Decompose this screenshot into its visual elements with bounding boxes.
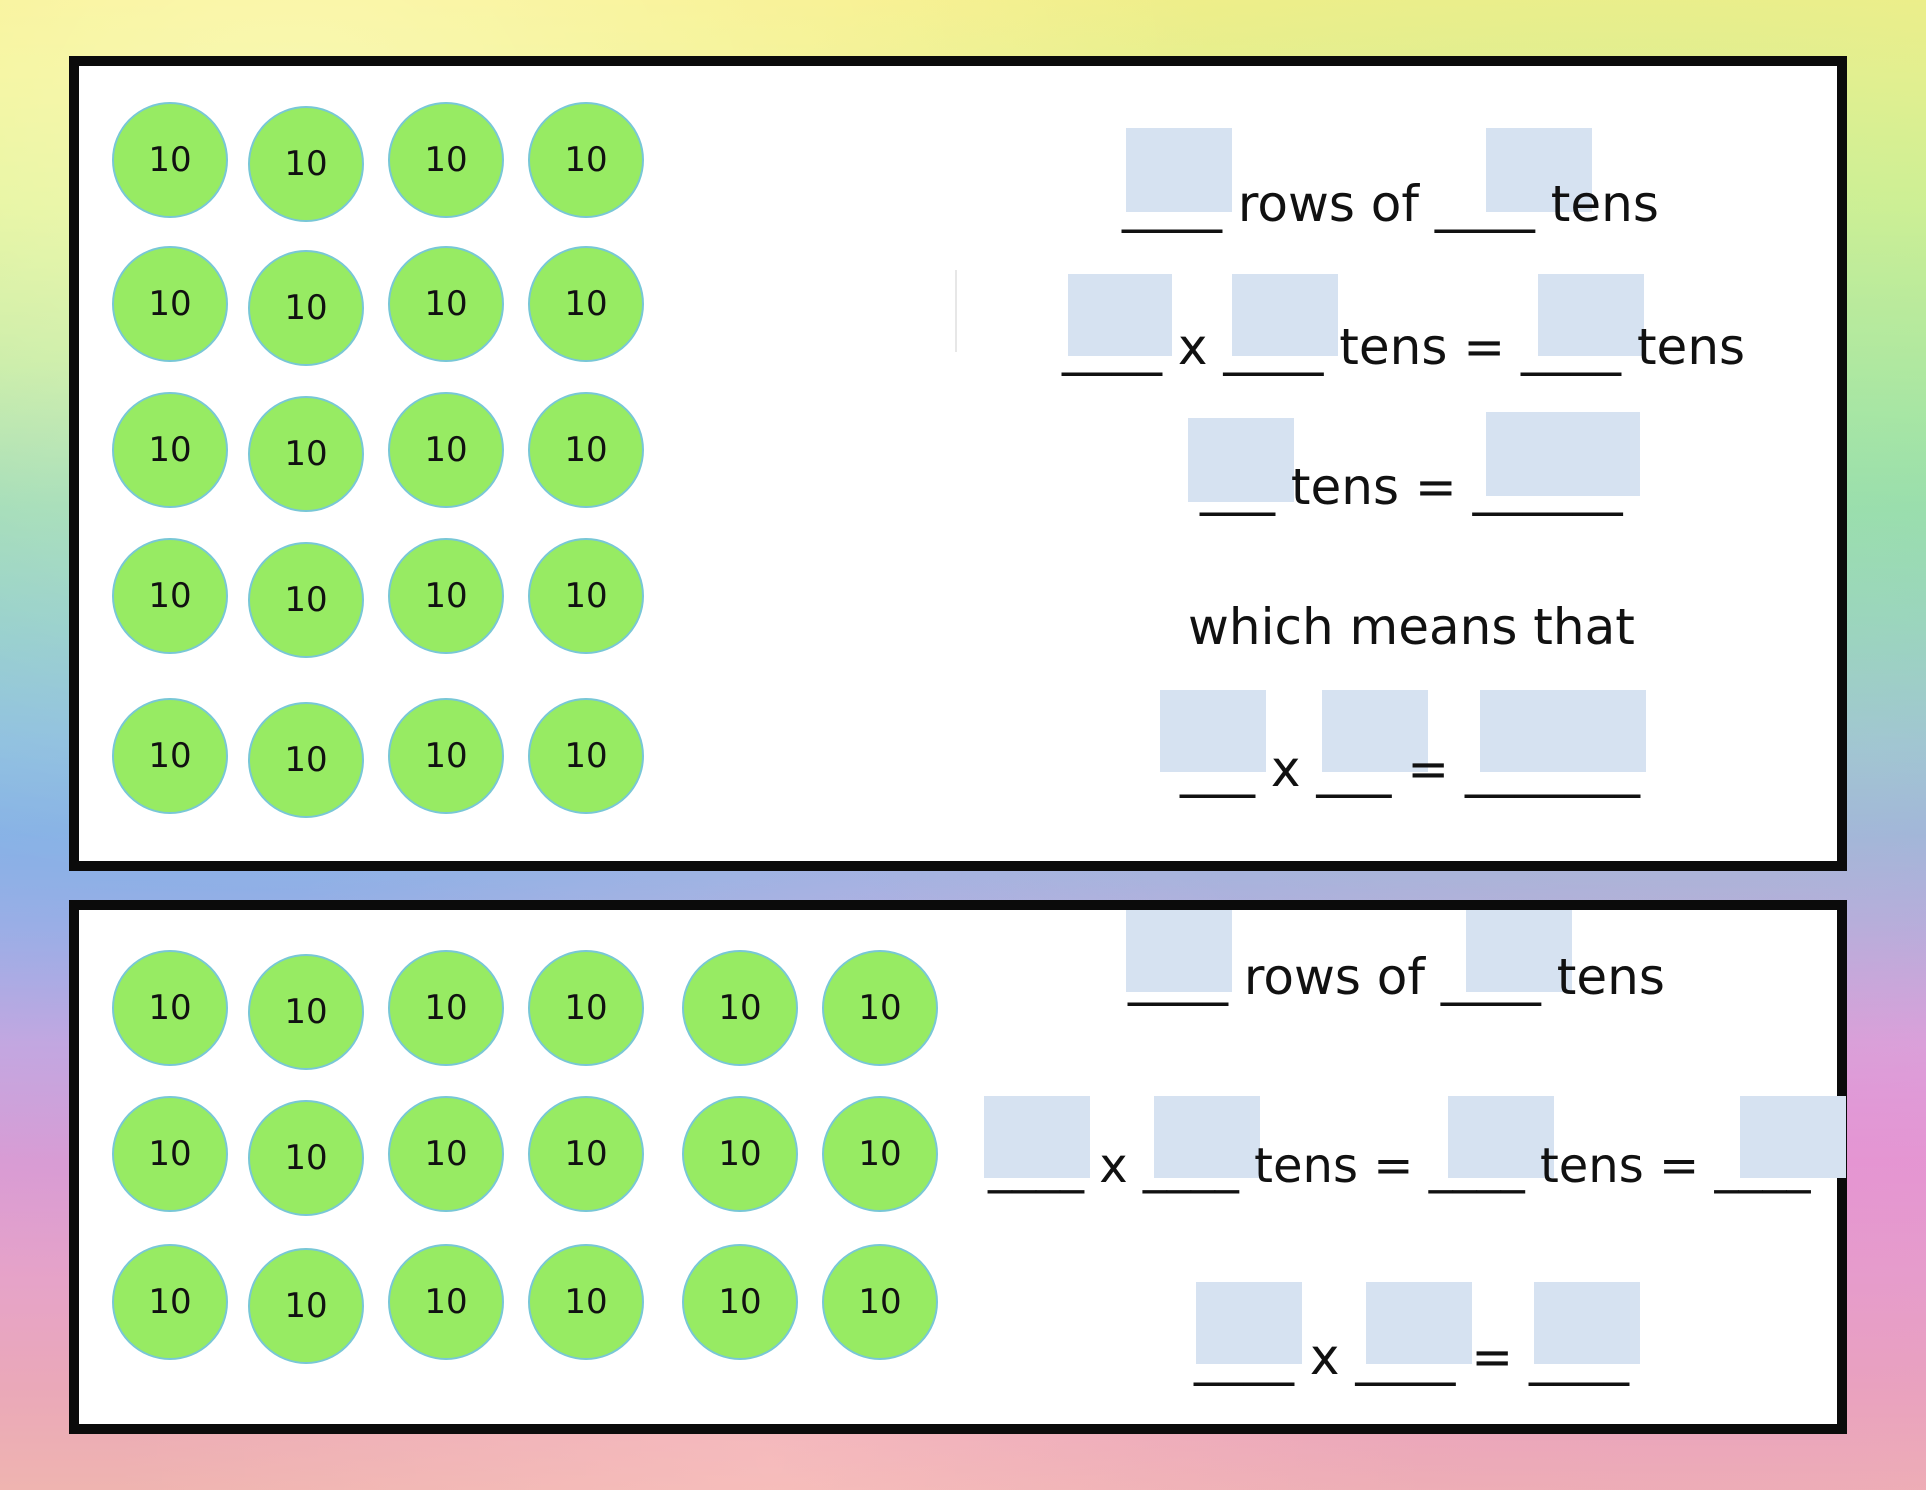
answer-box[interactable]: [1466, 910, 1572, 992]
ten-counter: 10: [388, 1096, 504, 1212]
ten-counter: 10: [112, 246, 228, 362]
ten-counter: 10: [112, 950, 228, 1066]
ten-counter: 10: [682, 950, 798, 1066]
ten-counter: 10: [528, 246, 644, 362]
ten-counter: 10: [112, 102, 228, 218]
answer-box[interactable]: [1480, 690, 1646, 772]
ten-counter: 10: [388, 538, 504, 654]
answer-box[interactable]: [1486, 128, 1592, 212]
answer-box[interactable]: [984, 1096, 1090, 1178]
multiplication-tens-line: ____ x ____ tens = ____ tens = ____: [988, 1138, 1811, 1194]
answer-box[interactable]: [1486, 412, 1640, 496]
final-equation-line: ___ x ___ = _______: [1180, 740, 1641, 798]
ten-counter: 10: [248, 1248, 364, 1364]
ten-counter: 10: [388, 1244, 504, 1360]
ten-counter: 10: [388, 392, 504, 508]
answer-box[interactable]: [1232, 274, 1338, 356]
ten-counter: 10: [822, 1244, 938, 1360]
answer-box[interactable]: [1322, 690, 1428, 772]
answer-box[interactable]: [1154, 1096, 1260, 1178]
rows-of-tens-line: ____ rows of ____ tens: [1128, 948, 1665, 1006]
divider-line: [955, 270, 957, 352]
ten-counter: 10: [528, 392, 644, 508]
ten-counter: 10: [528, 1096, 644, 1212]
ten-counter: 10: [528, 1244, 644, 1360]
ten-counter: 10: [388, 102, 504, 218]
ten-counter: 10: [248, 954, 364, 1070]
multiplication-tens-line: ____ x ____ tens = ____ tens: [1062, 318, 1746, 376]
answer-box[interactable]: [1534, 1282, 1640, 1364]
ten-counter: 10: [388, 950, 504, 1066]
ten-counter: 10: [248, 542, 364, 658]
ten-counter: 10: [822, 1096, 938, 1212]
tens-equals-line: ___ tens = ______: [1200, 458, 1623, 516]
ten-counter: 10: [112, 698, 228, 814]
ten-counter: 10: [112, 538, 228, 654]
rows-of-tens-line: ____ rows of ____ tens: [1122, 175, 1659, 233]
ten-counter: 10: [112, 1096, 228, 1212]
ten-counter: 10: [822, 950, 938, 1066]
ten-counter: 10: [528, 950, 644, 1066]
ten-counter: 10: [388, 698, 504, 814]
ten-counter: 10: [528, 102, 644, 218]
answer-box[interactable]: [1068, 274, 1172, 356]
answer-box[interactable]: [1188, 418, 1294, 502]
ten-counter: 10: [682, 1244, 798, 1360]
ten-counter: 10: [248, 702, 364, 818]
final-equation-line: ____ x ____ = ____: [1194, 1328, 1630, 1386]
ten-counter: 10: [528, 698, 644, 814]
answer-box[interactable]: [1448, 1096, 1554, 1178]
answer-box[interactable]: [1366, 1282, 1472, 1364]
ten-counter: 10: [248, 396, 364, 512]
ten-counter: 10: [248, 106, 364, 222]
ten-counter: 10: [682, 1096, 798, 1212]
answer-box[interactable]: [1126, 128, 1232, 212]
answer-box[interactable]: [1126, 910, 1232, 992]
ten-counter: 10: [248, 250, 364, 366]
ten-counter: 10: [388, 246, 504, 362]
which-means-that-text: which means that: [1188, 598, 1635, 656]
answer-box[interactable]: [1196, 1282, 1302, 1364]
answer-box[interactable]: [1160, 690, 1266, 772]
ten-counter: 10: [112, 1244, 228, 1360]
ten-counter: 10: [528, 538, 644, 654]
ten-counter: 10: [248, 1100, 364, 1216]
ten-counter: 10: [112, 392, 228, 508]
answer-box[interactable]: [1740, 1096, 1846, 1178]
answer-box[interactable]: [1538, 274, 1644, 356]
